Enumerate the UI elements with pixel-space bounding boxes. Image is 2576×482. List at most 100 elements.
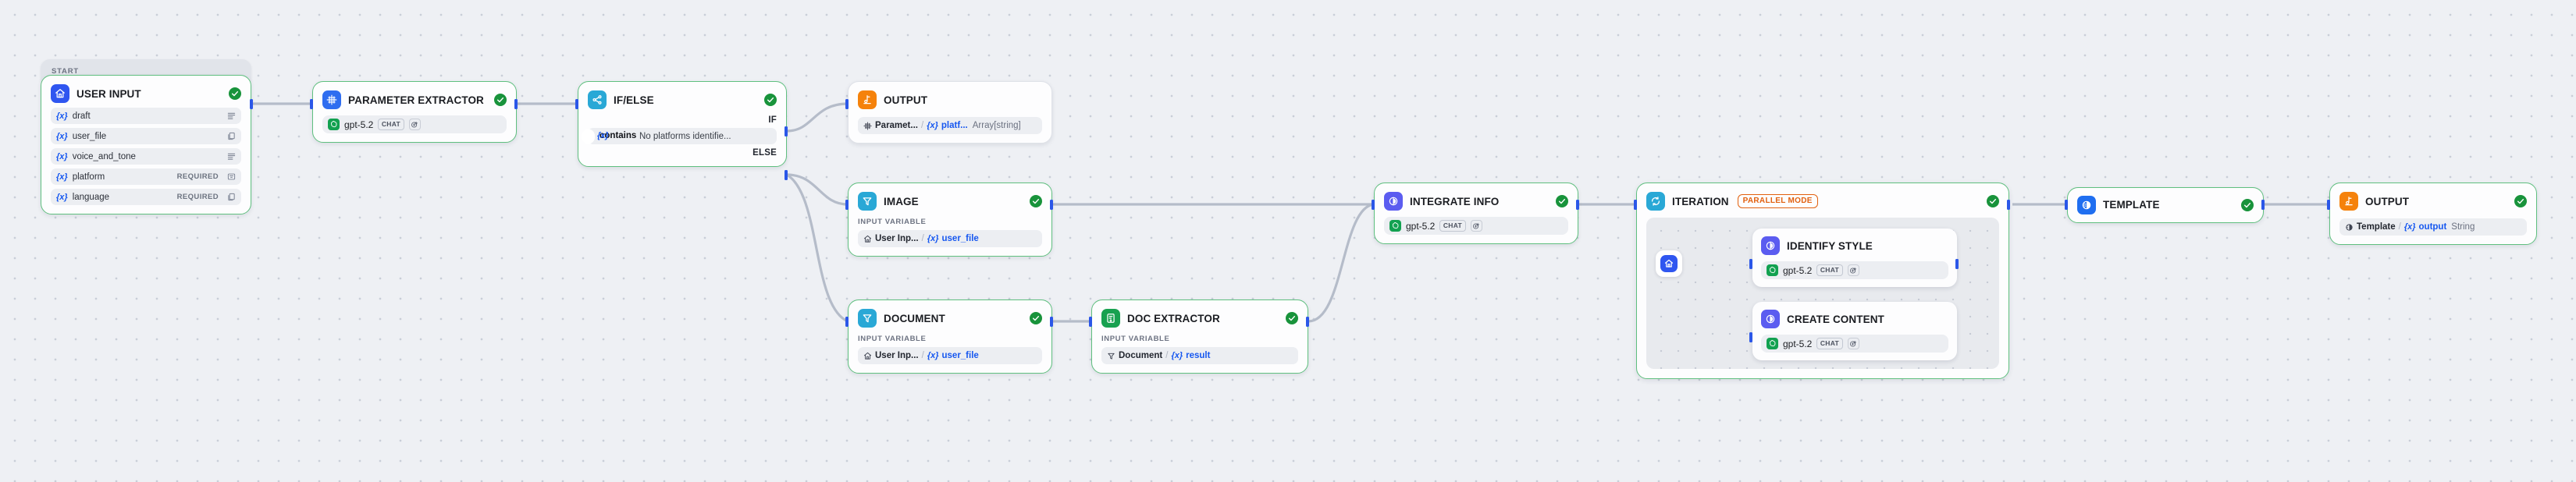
input-variable-ref-row[interactable]: Document / {x} result — [1101, 347, 1298, 364]
input-variable-ref-row[interactable]: User Inp... / {x} user_file — [858, 230, 1042, 247]
node-output-top[interactable]: OUTPUT Paramet... / {x} platf... Array[s… — [848, 81, 1052, 144]
home-icon — [863, 235, 872, 243]
required-badge: REQUIRED — [176, 193, 219, 201]
files-icon — [227, 193, 236, 201]
node-integrate-info[interactable]: INTEGRATE INFO gpt-5.2 CHAT — [1374, 183, 1578, 244]
openai-icon — [328, 119, 340, 130]
filter-icon — [858, 309, 877, 328]
variable-prefix: {x} — [56, 172, 68, 182]
port-identify-style-out[interactable] — [1955, 259, 1959, 269]
port-iteration-out[interactable] — [2007, 200, 2010, 210]
iteration-start-node[interactable] — [1656, 250, 1682, 277]
ref-node-name: Template — [2357, 222, 2396, 232]
port-document-out[interactable] — [1050, 317, 1053, 327]
port-output-top-in[interactable] — [845, 99, 849, 109]
node-header: OUTPUT — [858, 90, 1042, 110]
status-success-icon — [1030, 195, 1042, 207]
model-row[interactable]: gpt-5.2 CHAT — [1761, 261, 1948, 279]
loop-icon — [1646, 192, 1665, 211]
node-header: IMAGE — [858, 191, 1042, 211]
port-integrate-info-out[interactable] — [1576, 200, 1579, 210]
ref-node-name: Document — [1119, 351, 1163, 360]
port-parameter-extractor-out[interactable] — [514, 99, 518, 109]
node-user-input[interactable]: USER INPUT {x} draft {x} user_file {x} v… — [41, 75, 251, 214]
output-ref-row[interactable]: Paramet... / {x} platf... Array[string] — [858, 117, 1042, 134]
port-image-out[interactable] — [1050, 200, 1053, 210]
ref-node-name: User Inp... — [875, 234, 919, 243]
port-parameter-extractor-in[interactable] — [310, 99, 313, 109]
port-identify-style-in[interactable] — [1749, 259, 1752, 269]
port-template-in[interactable] — [2065, 200, 2068, 210]
model-row[interactable]: gpt-5.2 CHAT — [1384, 217, 1568, 235]
ref-var-type: Array[string] — [972, 121, 1021, 130]
ref-var-prefix: {x} — [927, 351, 939, 360]
condition-row[interactable]: contains {x} No platforms identifie... — [582, 128, 777, 144]
status-success-icon — [764, 94, 777, 106]
port-doc-extractor-out[interactable] — [1306, 317, 1309, 327]
output-icon — [2339, 192, 2358, 211]
node-output-end[interactable]: OUTPUT Template / {x} output String — [2329, 183, 2537, 245]
variable-row-platform[interactable]: {x} platform REQUIRED — [51, 168, 241, 185]
variable-row-voice-and-tone[interactable]: {x} voice_and_tone — [51, 148, 241, 165]
variable-prefix: {x} — [56, 192, 68, 202]
port-user-input-out[interactable] — [250, 99, 253, 109]
port-template-out[interactable] — [2261, 200, 2265, 210]
node-parameter-extractor[interactable]: PARAMETER EXTRACTOR gpt-5.2 CHAT — [312, 81, 517, 143]
variable-row-language[interactable]: {x} language REQUIRED — [51, 189, 241, 205]
ref-var-name: output — [2418, 222, 2447, 232]
status-success-icon — [2241, 198, 2254, 211]
model-row[interactable]: gpt-5.2 CHAT — [1761, 335, 1948, 353]
port-if-branch-out[interactable] — [785, 126, 788, 136]
input-variable-label: INPUT VARIABLE — [858, 335, 927, 343]
port-else-branch-out[interactable] — [785, 170, 788, 180]
node-if-else[interactable]: IF/ELSE IF contains {x} No platforms ide… — [578, 81, 787, 167]
ref-separator: / — [2398, 222, 2401, 232]
node-title: INTEGRATE INFO — [1410, 195, 1500, 207]
node-identify-style[interactable]: IDENTIFY STYLE gpt-5.2 CHAT — [1752, 229, 1957, 287]
node-header: ITERATION PARALLEL MODE — [1646, 191, 1999, 211]
port-image-in[interactable] — [845, 200, 849, 210]
port-create-content-in[interactable] — [1749, 332, 1752, 342]
edge-ifelse-else-to-document — [786, 173, 849, 323]
output-ref-row[interactable]: Template / {x} output String — [2339, 218, 2527, 236]
node-create-content[interactable]: CREATE CONTENT gpt-5.2 CHAT — [1752, 302, 1957, 360]
node-image[interactable]: IMAGE INPUT VARIABLE User Inp... / {x} u… — [848, 183, 1052, 257]
node-iteration[interactable]: ITERATION PARALLEL MODE IDENTIFY STYLE — [1636, 183, 2009, 379]
variable-row-user-file[interactable]: {x} user_file — [51, 128, 241, 144]
template-icon — [2077, 195, 2096, 214]
node-title: PARAMETER EXTRACTOR — [348, 94, 484, 106]
port-output-end-in[interactable] — [2327, 200, 2330, 210]
vision-icon — [1847, 338, 1859, 349]
port-if-else-in[interactable] — [575, 99, 578, 109]
home-icon — [1660, 255, 1678, 272]
port-doc-extractor-in[interactable] — [1089, 317, 1092, 327]
condition-value: No platforms identifie... — [639, 131, 731, 141]
node-title: IDENTIFY STYLE — [1787, 239, 1873, 252]
condition-chip-bg — [582, 129, 595, 144]
else-branch-label: ELSE — [753, 148, 777, 158]
condition-variable: {x} — [597, 130, 609, 140]
variable-row-draft[interactable]: {x} draft — [51, 108, 241, 124]
condition-operator: contains — [600, 130, 637, 140]
doc-extract-icon — [1101, 309, 1120, 328]
node-document[interactable]: DOCUMENT INPUT VARIABLE User Inp... / {x… — [848, 299, 1052, 374]
node-header: CREATE CONTENT — [1761, 309, 1948, 329]
ref-separator: / — [1165, 351, 1169, 360]
edge-ifelse-if-to-output — [786, 102, 849, 133]
node-title: DOCUMENT — [884, 312, 945, 324]
model-row[interactable]: gpt-5.2 CHAT — [322, 115, 507, 133]
port-integrate-info-in[interactable] — [1372, 200, 1375, 210]
port-iteration-in[interactable] — [1634, 200, 1637, 210]
home-icon — [863, 352, 872, 360]
openai-icon — [1767, 338, 1778, 349]
node-header: DOCUMENT — [858, 308, 1042, 328]
node-template[interactable]: TEMPLATE — [2067, 187, 2264, 223]
output-icon — [858, 90, 877, 109]
port-document-in[interactable] — [845, 317, 849, 327]
node-doc-extractor[interactable]: DOC EXTRACTOR INPUT VARIABLE Document / … — [1091, 299, 1308, 374]
ref-var-name: user_file — [941, 234, 979, 243]
input-variable-ref-row[interactable]: User Inp... / {x} user_file — [858, 347, 1042, 364]
model-name: gpt-5.2 — [344, 119, 374, 130]
